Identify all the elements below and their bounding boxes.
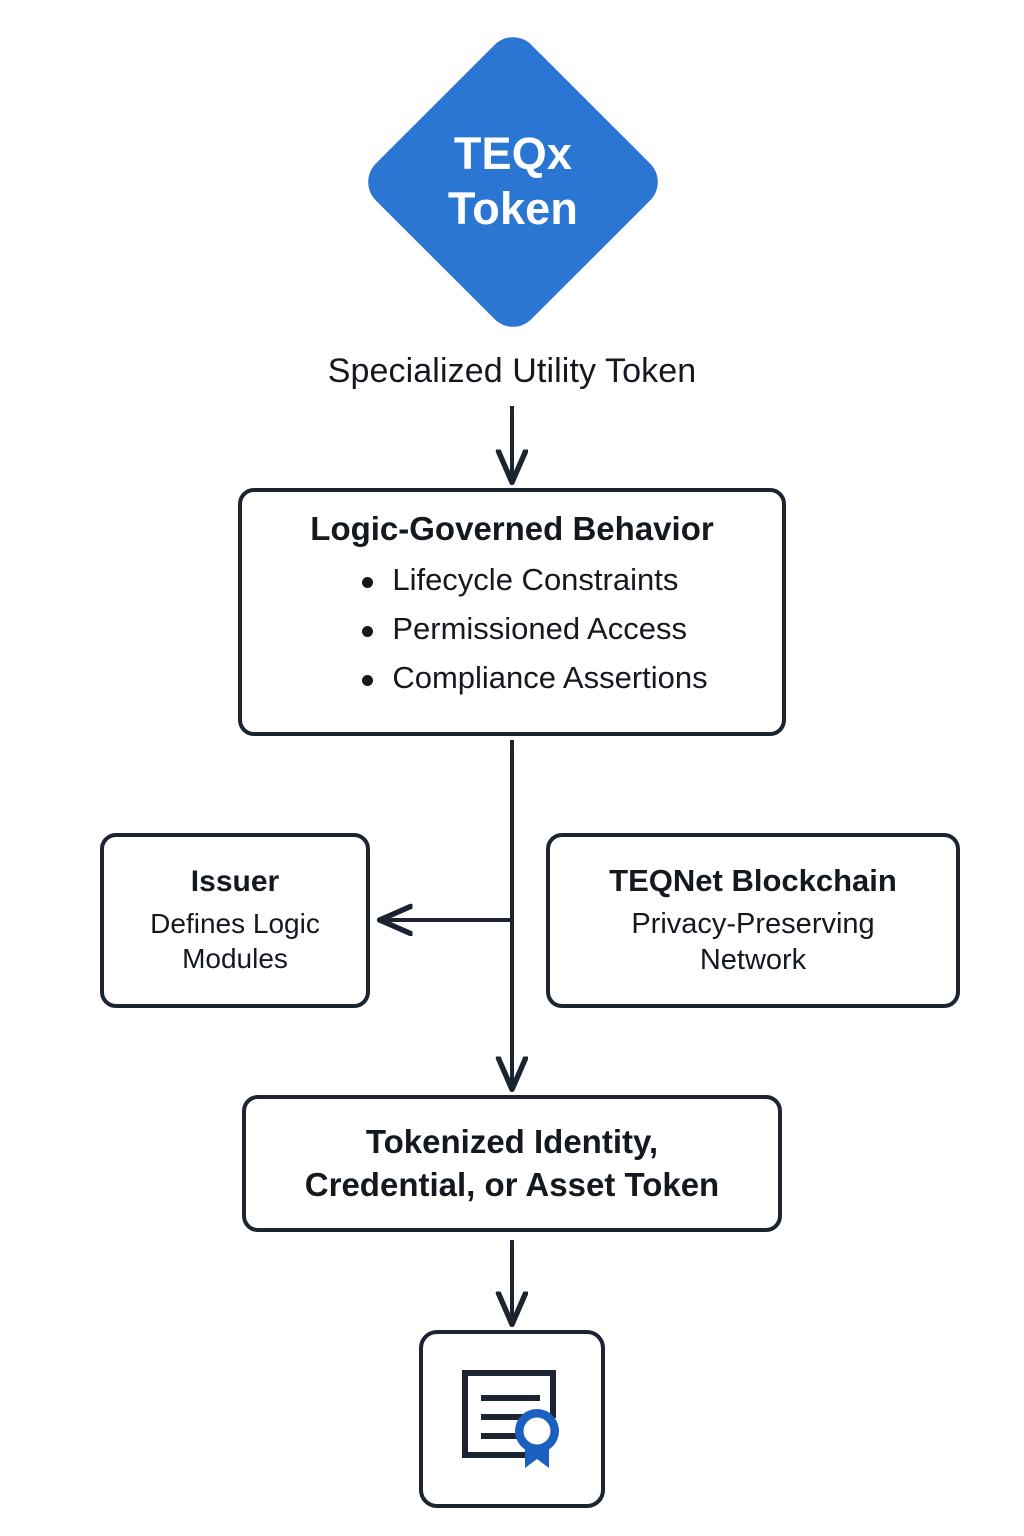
teqx-token-line2: Token [447,183,579,234]
issuer-node-subtitle: Defines Logic Modules [150,907,320,975]
teqnet-blockchain-node[interactable]: TEQNet Blockchain Privacy-Preserving Net… [546,833,960,1008]
logic-node-title: Logic-Governed Behavior [310,510,714,547]
teqx-token-line1: TEQx [453,128,573,180]
issuer-node-title: Issuer [190,865,280,899]
issuer-subtitle-line1: Defines Logic [150,908,320,940]
tokenized-output-node[interactable]: Tokenized Identity, Credential, or Asset… [242,1095,782,1232]
logic-governed-behavior-node[interactable]: Logic-Governed Behavior Lifecycle Constr… [238,488,786,736]
teqnet-subtitle-line2: Network [699,943,807,976]
teqx-token-label: TEQx Token [357,26,669,338]
list-item: Permissioned Access [362,605,707,654]
teqnet-subtitle-line1: Privacy-Preserving [631,908,875,941]
teqx-token-node[interactable]: TEQx Token [357,26,669,338]
logic-node-bullet-list: Lifecycle Constraints Permissioned Acces… [316,556,708,703]
certificate-document-with-seal-icon [462,1370,559,1468]
outcome-title-line1: Tokenized Identity, [365,1122,659,1160]
teqnet-node-title: TEQNet Blockchain [609,863,897,899]
credential-icon-tile[interactable] [419,1330,605,1508]
outcome-title-line2: Credential, or Asset Token [304,1165,720,1203]
issuer-subtitle-line2: Modules [182,942,288,974]
list-item: Lifecycle Constraints [362,556,707,605]
issuer-node[interactable]: Issuer Defines Logic Modules [100,833,370,1008]
outcome-node-title: Tokenized Identity, Credential, or Asset… [305,1121,719,1207]
list-item: Compliance Assertions [362,654,708,703]
teqnet-node-subtitle: Privacy-Preserving Network [631,907,874,978]
token-caption: Specialized Utility Token [327,352,697,390]
